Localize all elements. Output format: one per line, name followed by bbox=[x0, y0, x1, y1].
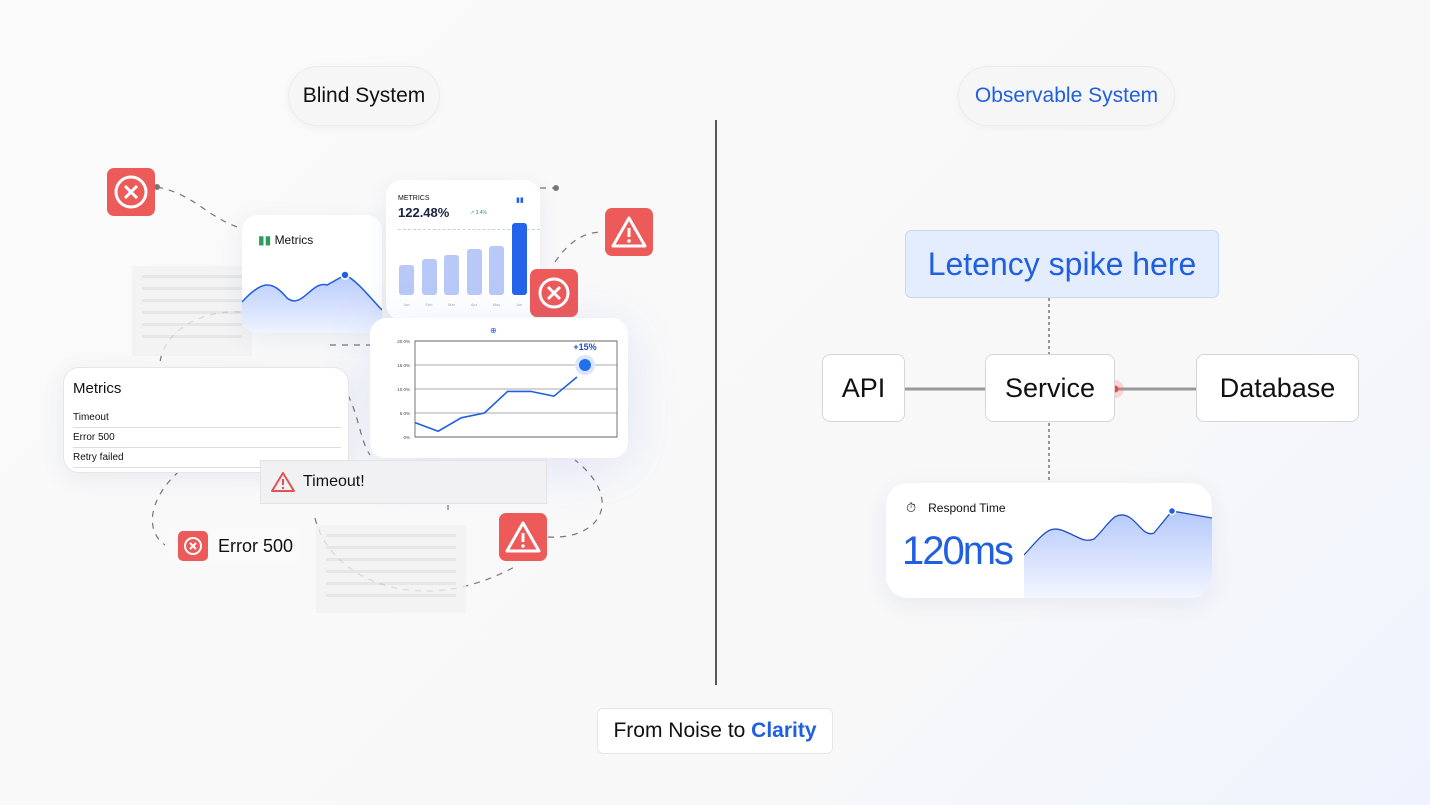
y-tick-label: 10.0% bbox=[397, 387, 410, 392]
area-chart bbox=[242, 270, 382, 333]
respond-time-label: Respond Time bbox=[928, 501, 1006, 515]
faded-document bbox=[316, 525, 466, 613]
bar-card-delta: ↗ 3.4% bbox=[470, 210, 487, 216]
stopwatch-icon: ⏱ bbox=[906, 500, 917, 515]
blind-system-pill: Blind System bbox=[288, 66, 440, 126]
error-500-text: Error 500 bbox=[218, 535, 294, 556]
upload-icon: ⊕ bbox=[490, 326, 497, 335]
timeout-banner: Timeout! bbox=[260, 460, 547, 504]
y-tick-label: 15.0% bbox=[397, 363, 410, 368]
respond-sparkline bbox=[1024, 506, 1212, 598]
error-icon bbox=[107, 168, 155, 216]
growth-badge: +15% bbox=[573, 342, 596, 352]
warning-icon bbox=[271, 472, 295, 492]
bar-month-label: May bbox=[492, 302, 501, 307]
bar-month-label: Feb bbox=[425, 302, 433, 307]
y-tick-label: 0% bbox=[403, 435, 410, 440]
bar bbox=[399, 264, 414, 295]
chart-icon: ▮▮ bbox=[258, 233, 272, 247]
respond-time-card: ⏱ Respond Time 120ms bbox=[886, 483, 1212, 598]
warning-icon bbox=[605, 208, 653, 256]
respond-time-value: 120ms bbox=[902, 529, 1014, 573]
node-database[interactable]: Database bbox=[1196, 354, 1359, 422]
bar bbox=[489, 246, 504, 295]
bar-chart-icon: ▮▮ bbox=[516, 197, 524, 204]
bar bbox=[511, 223, 527, 295]
tagline-highlight: Clarity bbox=[751, 719, 817, 742]
bar bbox=[421, 259, 437, 295]
node-service[interactable]: Service bbox=[985, 354, 1115, 422]
line-chart: 20.0% 15.0% 10.0% 5.0% 0% +15% bbox=[397, 339, 618, 440]
bar-metrics-card: METRICS 122.48% ↗ 3.4% ▮▮ Jan Feb Mar Apr Ma… bbox=[386, 180, 540, 320]
line-chart-card: ⊕ 20.0% 15.0% 10.0% 5.0% 0% +15% bbox=[370, 318, 628, 458]
tagline-prefix: From Noise to bbox=[613, 719, 752, 742]
warning-icon bbox=[499, 513, 547, 561]
node-api[interactable]: API bbox=[822, 354, 905, 422]
bar-month-label: Apr bbox=[470, 302, 478, 307]
line-series bbox=[414, 376, 578, 433]
timeout-text: Timeout! bbox=[303, 473, 365, 490]
observable-system-pill: Observable System bbox=[958, 66, 1175, 126]
bar-month-label: Mar bbox=[448, 302, 455, 307]
y-tick-label: 20.0% bbox=[397, 339, 410, 344]
highlight-point bbox=[579, 359, 591, 371]
error-500-label: Error 500 bbox=[170, 526, 302, 566]
list-row: Timeout bbox=[73, 408, 341, 428]
metrics-list-title: Metrics bbox=[73, 380, 122, 397]
metrics-label: Metrics bbox=[274, 233, 314, 247]
bar bbox=[466, 248, 482, 295]
latency-callout: Letency spike here bbox=[905, 230, 1219, 298]
metrics-area-card: ▮▮ Metrics bbox=[242, 215, 382, 333]
bar-month-label: Jan bbox=[403, 302, 410, 307]
bar-card-label: METRICS bbox=[398, 195, 430, 202]
bar-card-value: 122.48% bbox=[398, 205, 450, 220]
footer-tagline: From Noise to Clarity bbox=[597, 708, 833, 754]
y-tick-label: 5.0% bbox=[400, 411, 410, 416]
list-row: Error 500 bbox=[73, 428, 341, 448]
bar bbox=[444, 254, 459, 295]
faded-document bbox=[132, 266, 252, 356]
list-row: Retry failed bbox=[73, 448, 341, 468]
error-icon bbox=[530, 269, 578, 317]
metrics-list-card: Metrics Timeout Error 500 Retry failed bbox=[63, 367, 349, 473]
error-icon bbox=[178, 531, 208, 561]
bar-month-label: Jun bbox=[515, 302, 523, 307]
